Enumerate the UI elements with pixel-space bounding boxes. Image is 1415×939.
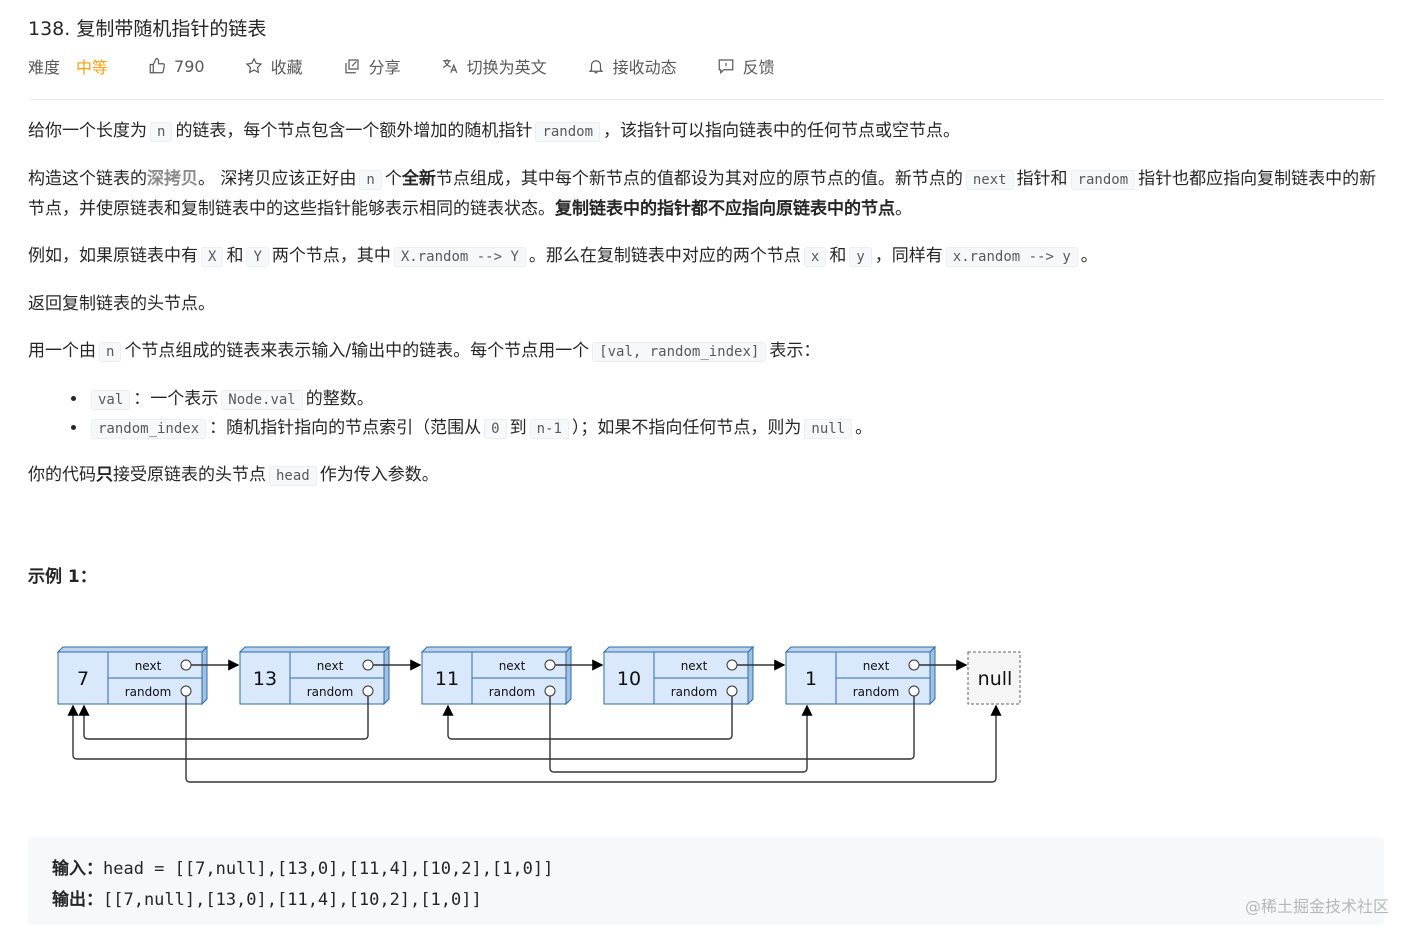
bell-icon bbox=[588, 60, 604, 74]
node-value: 10 bbox=[617, 668, 641, 690]
random-pointer-dot bbox=[544, 685, 556, 697]
example-output-line: 输出：[[7,null],[13,0],[11,4],[10,2],[1,0]] bbox=[52, 890, 482, 910]
random-arrow bbox=[549, 696, 813, 773]
difficulty-badge: 中等 bbox=[76, 58, 109, 77]
next-pointer-dot bbox=[726, 659, 738, 671]
desc-paragraph-4: 返回复制链表的头节点。 bbox=[28, 294, 215, 314]
next-pointer-dot bbox=[544, 659, 556, 671]
node-side-face bbox=[929, 645, 936, 706]
random-arrow bbox=[185, 696, 1002, 783]
null-label: null bbox=[978, 668, 1013, 690]
node-side-face bbox=[565, 645, 572, 706]
subscribe-label: 接收动态 bbox=[612, 58, 677, 77]
list-node: 13 next random bbox=[238, 645, 391, 706]
list-node: 10 next random bbox=[602, 645, 755, 706]
share-button[interactable]: 分享 bbox=[343, 54, 401, 78]
node-value: 11 bbox=[435, 668, 459, 690]
subscribe-button[interactable]: 接收动态 bbox=[587, 54, 677, 78]
problem-title: 138. 复制带随机指针的链表 bbox=[28, 18, 267, 40]
null-node: null bbox=[967, 651, 1021, 705]
feedback-label: 反馈 bbox=[742, 58, 775, 77]
like-button[interactable]: 790 bbox=[148, 57, 205, 76]
random-pointer-dot bbox=[726, 685, 738, 697]
example-io-block: 输入：head = [[7,null],[13,0],[11,4],[10,2]… bbox=[28, 837, 1384, 925]
random-pointer-dot bbox=[180, 685, 192, 697]
collect-button[interactable]: 收藏 bbox=[245, 54, 303, 78]
node-value: 7 bbox=[77, 668, 89, 690]
example-title: 示例 1： bbox=[28, 567, 97, 587]
random-pointer-dot bbox=[908, 685, 920, 697]
watermark: @稀土掘金技术社区 bbox=[1244, 897, 1389, 916]
node-random-label: random bbox=[671, 685, 718, 699]
feedback-icon bbox=[718, 59, 733, 75]
list-node: 1 next random bbox=[784, 645, 937, 706]
node-next-label: next bbox=[135, 659, 162, 673]
next-pointer-dot bbox=[180, 659, 192, 671]
linked-list-diagram: 7 next random 13 next random 11 next random 10 nex… bbox=[56, 645, 1021, 783]
list-node: 11 next random bbox=[420, 645, 573, 706]
star-icon bbox=[245, 57, 263, 74]
translate-icon bbox=[442, 59, 457, 73]
node-value-cell bbox=[603, 651, 655, 705]
node-next-label: next bbox=[499, 659, 526, 673]
random-arrow bbox=[67, 696, 915, 760]
node-side-face bbox=[383, 645, 390, 706]
node-value: 1 bbox=[805, 668, 817, 690]
node-random-label: random bbox=[125, 685, 172, 699]
node-next-label: next bbox=[317, 659, 344, 673]
example-input-line: 输入：head = [[7,null],[13,0],[11,4],[10,2]… bbox=[52, 859, 554, 879]
switch-language-label: 切换为英文 bbox=[466, 58, 547, 77]
node-top-face bbox=[56, 646, 209, 653]
thumbs-up-icon bbox=[149, 57, 165, 74]
node-top-face bbox=[238, 646, 391, 653]
null-box bbox=[967, 651, 1021, 705]
node-top-face bbox=[420, 646, 573, 653]
next-pointer-dot bbox=[908, 659, 920, 671]
random-pointer-dot bbox=[362, 685, 374, 697]
node-side-face bbox=[201, 645, 208, 706]
node-random-label: random bbox=[307, 685, 354, 699]
share-icon bbox=[344, 59, 359, 74]
header-divider bbox=[28, 99, 1384, 100]
collect-label: 收藏 bbox=[270, 58, 303, 77]
node-top-face bbox=[602, 646, 755, 653]
node-value-cell bbox=[57, 651, 109, 705]
node-random-label: random bbox=[489, 685, 536, 699]
node-next-label: next bbox=[681, 659, 708, 673]
list-node: 7 next random bbox=[56, 645, 209, 706]
like-count: 790 bbox=[174, 56, 205, 76]
node-random-label: random bbox=[853, 685, 900, 699]
list-item: random_index：随机指针指向的节点索引（范围从0到n-1）；如果不指向… bbox=[88, 414, 1388, 443]
share-label: 分享 bbox=[368, 58, 401, 77]
difficulty-label: 难度 bbox=[28, 58, 61, 77]
switch-language-button[interactable]: 切换为英文 bbox=[441, 54, 547, 78]
node-side-face bbox=[747, 645, 754, 706]
random-arrow bbox=[78, 696, 369, 740]
node-value: 13 bbox=[253, 668, 277, 690]
random-arrow bbox=[442, 696, 733, 740]
node-value-cell bbox=[785, 651, 837, 705]
node-value-cell bbox=[421, 651, 473, 705]
node-top-face bbox=[784, 646, 937, 653]
node-value-cell bbox=[239, 651, 291, 705]
next-pointer-dot bbox=[362, 659, 374, 671]
problem-meta-bar: 难度 中等 790 收藏 分享 切换为英文 接收动态 反馈 bbox=[28, 52, 815, 80]
node-next-label: next bbox=[863, 659, 890, 673]
feedback-button[interactable]: 反馈 bbox=[717, 54, 775, 78]
